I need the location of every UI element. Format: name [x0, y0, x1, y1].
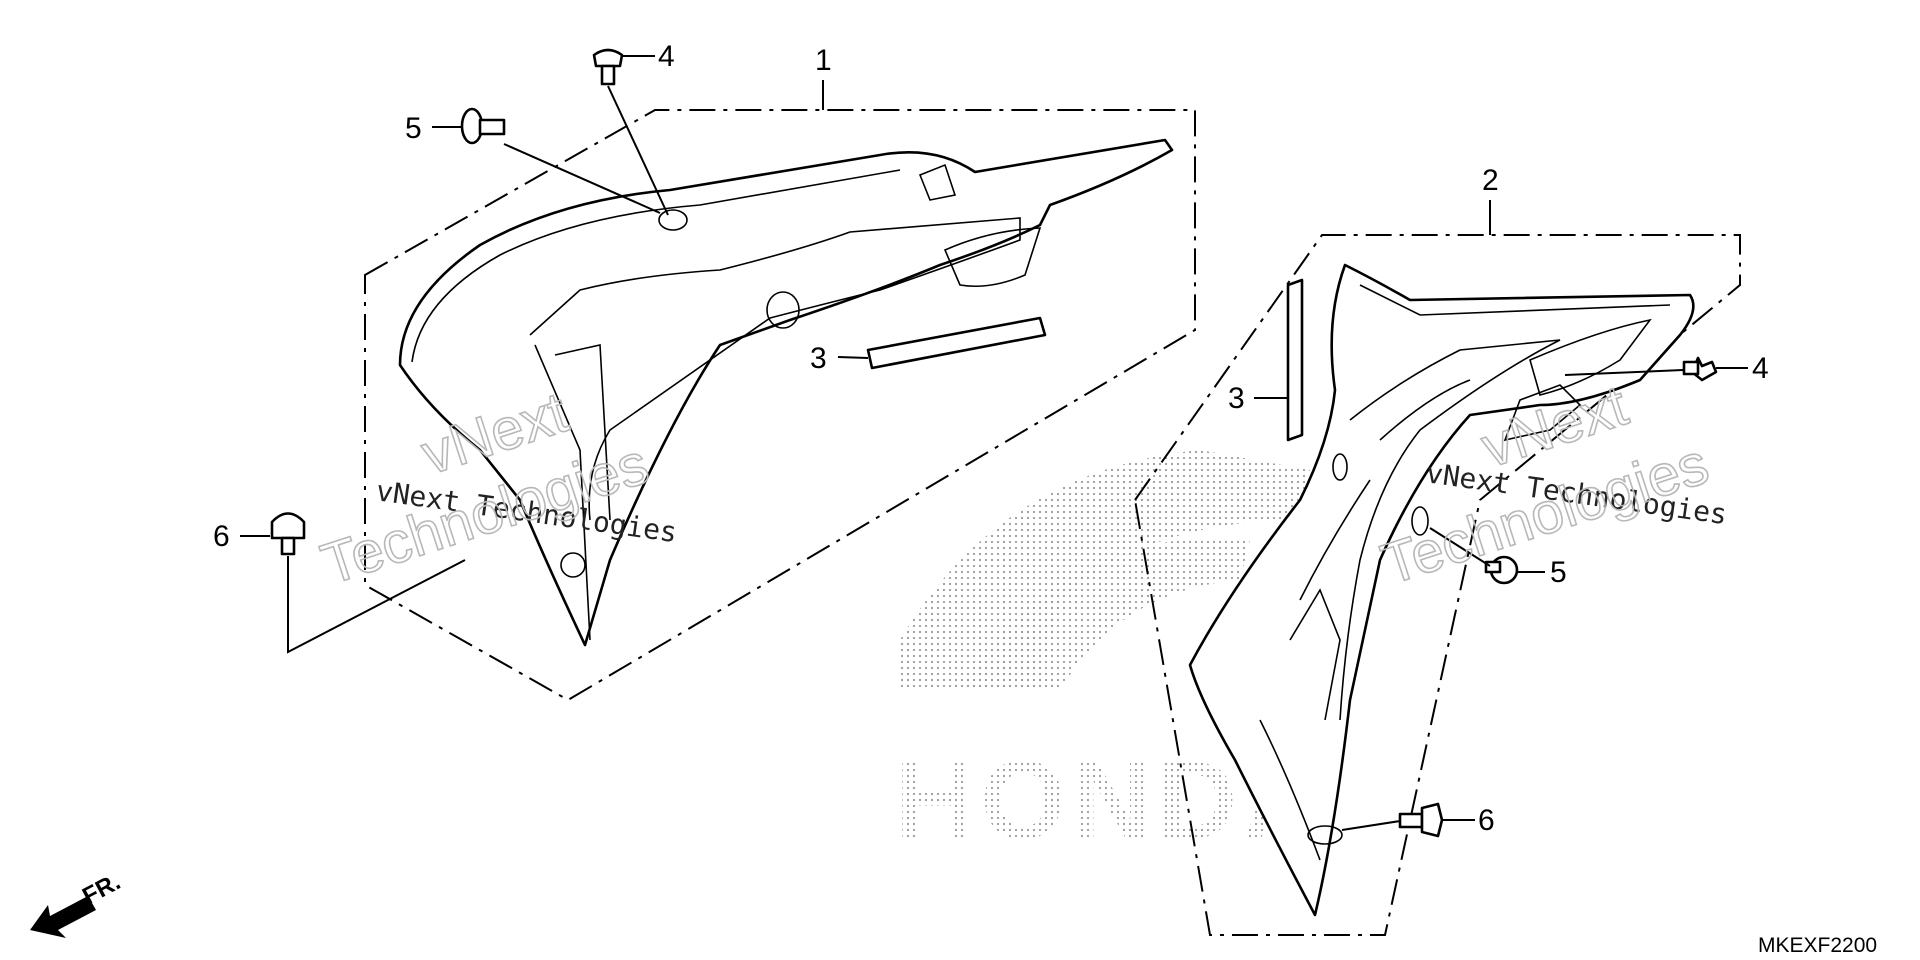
front-direction-marker: FR.: [30, 868, 125, 938]
right-stripe-decal: [1286, 278, 1304, 442]
callout-clip-right: 6: [1478, 804, 1495, 837]
right-shroud-mount-hole: [1411, 506, 1429, 536]
left-shroud-mount-hole: [658, 209, 688, 231]
diagram-code: MKEXF2200: [1758, 934, 1877, 957]
left-clip-leader: [287, 556, 466, 654]
left-shroud-rib: [534, 344, 611, 641]
right-shroud-vent: [1529, 318, 1652, 396]
right-bolt-a-leader: [1564, 369, 1684, 376]
right-bolt-b-leader: [1429, 527, 1491, 567]
callout-bolt-b-right: 5: [1550, 556, 1567, 589]
right-shroud: [1188, 263, 1695, 917]
right-bolt-b-icon: [1484, 555, 1519, 585]
callout-left-shroud: 1: [815, 44, 832, 77]
right-bolt-a-icon: [1682, 356, 1718, 382]
honda-wing-icon: [900, 450, 1310, 690]
left-group-boundary: [364, 109, 1196, 702]
right-clip-leader: [1341, 820, 1401, 831]
left-shroud-edge: [411, 169, 901, 363]
front-arrow-icon: [30, 896, 96, 938]
right-shroud-assembly: [1133, 200, 1748, 936]
left-shroud-vent: [943, 227, 1042, 288]
left-shroud: [398, 138, 1174, 647]
left-stripe-decal: [866, 316, 1047, 370]
right-shroud-edge: [1359, 284, 1671, 316]
right-shroud-lower-hole: [1307, 825, 1343, 845]
callout-right-shroud: 2: [1482, 164, 1499, 197]
left-bolt-b-icon: [460, 107, 506, 145]
callout-bolt-a-right: 4: [1752, 352, 1769, 385]
callout-stripe-right: 3: [1228, 382, 1245, 415]
right-clip-icon: [1398, 802, 1444, 838]
right-shroud-grommet: [1332, 453, 1348, 481]
left-clip-icon: [270, 512, 306, 556]
left-bolt-a-leader: [607, 85, 669, 216]
honda-logo: HONDA: [895, 450, 1322, 862]
left-stripe-leader: [837, 356, 869, 359]
honda-wing-inner-icon: [960, 540, 1250, 690]
right-group-boundary: [1133, 234, 1741, 936]
right-shroud-graphic: [1299, 339, 1561, 721]
left-shroud-tab: [918, 163, 957, 201]
left-shroud-assembly: [240, 48, 1196, 702]
left-shroud-grommet: [766, 291, 800, 329]
callout-stripe-left: 3: [810, 342, 827, 375]
left-shroud-lower-hole: [560, 552, 586, 578]
left-bolt-b-leader: [503, 143, 661, 214]
callout-clip-left: 6: [213, 520, 230, 553]
callout-bolt-a-left: 4: [658, 40, 675, 73]
callout-bolt-b-left: 5: [405, 112, 422, 145]
right-shroud-stripe: [1503, 384, 1582, 442]
left-shroud-inner-panel: [529, 217, 1021, 521]
left-bolt-a-icon: [592, 48, 624, 86]
